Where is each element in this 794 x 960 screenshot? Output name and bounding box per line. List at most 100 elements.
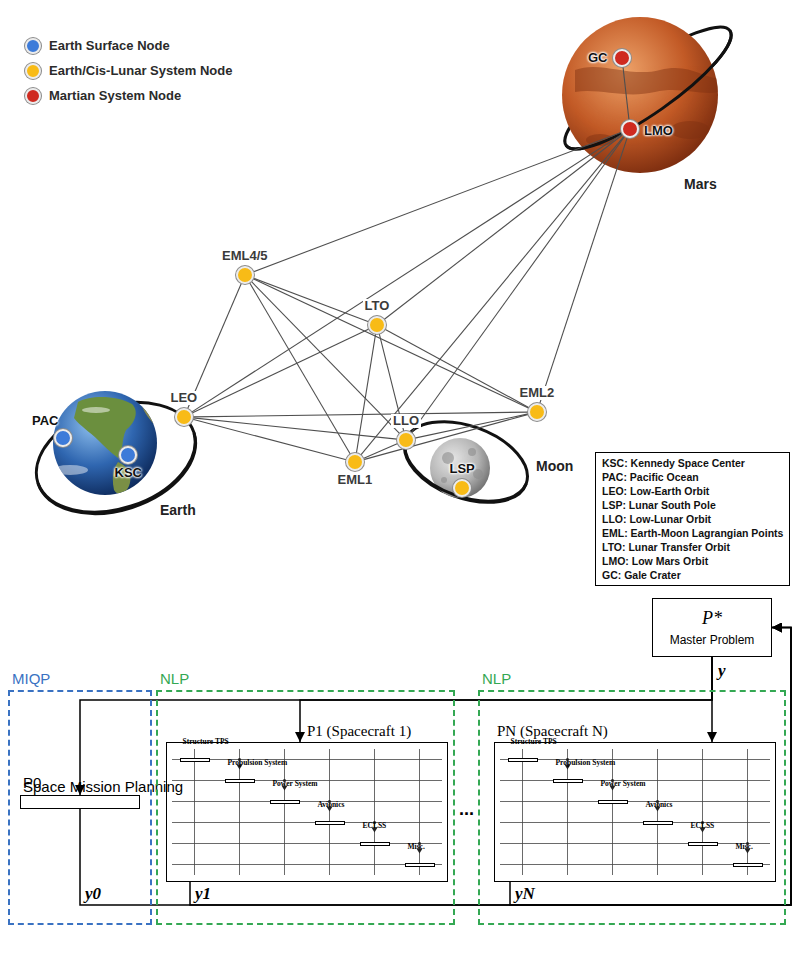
problem-text: Master Problem [657,633,767,647]
flow-arrow [190,628,791,906]
subsystem-name: Power System [601,780,646,788]
node-label: LLO [391,414,421,428]
legend-item: Martian System Node [25,88,181,104]
planet-name: Mars [684,176,717,192]
node-label: EML1 [336,473,375,487]
variable-label: y [718,662,726,680]
spacecraft-box: PN (Spacecraft N)Structure TPSPropulsion… [494,742,776,882]
network-link [251,281,399,433]
n2-grid [172,749,442,875]
network-link [361,136,625,455]
node-label: EML2 [518,386,557,400]
subsystem-box: ECLSS [688,842,718,846]
legend-swatch [25,88,41,104]
key-box: KSC: Kennedy Space CenterPAC: Pacific Oc… [595,452,790,586]
subsystem-box: Structure TPS [180,758,210,762]
moon-orbit-front [405,440,526,501]
subsystem-name: Avionics [646,801,673,809]
flow-arrow [300,657,712,742]
key-entry: LLO: Low-Lunar Orbit [602,512,783,526]
subsystem-box: Propulsion System [225,779,255,783]
node-circle: LEO [175,408,193,426]
earth-land [52,397,154,494]
subsystem-name: ECLSS [691,822,715,830]
region-heading: NLP [482,670,511,688]
node-circle: LSP [453,479,471,497]
mars-globe [562,17,718,173]
subsystem-name: Propulsion System [556,759,616,767]
node-label: LSP [448,462,477,476]
node-circle: PAC [54,429,72,447]
network-link [385,329,529,407]
subsystem-name: Misc. [736,843,753,851]
problem-text: P* [657,608,767,629]
network-link [384,135,623,320]
node-circle: LMO [621,120,639,138]
network-link [253,132,621,272]
mars-figure [552,10,745,173]
subsystem-name: Misc. [408,843,425,851]
network-link [253,279,529,408]
node-circle: EML1 [346,453,364,471]
subsystem-name: Avionics [318,801,345,809]
flow-arrow [80,628,791,906]
network-link [192,134,623,412]
subsystem-box: Structure TPS [508,758,538,762]
flow-arrow [510,628,791,906]
network-link [363,444,397,459]
ellipsis: ... [459,800,474,818]
node-circle: LTO [368,316,386,334]
earth-figure [22,383,210,533]
region-heading: NLP [160,670,189,688]
node-label: LEO [169,391,200,405]
subsystem-name: Propulsion System [228,759,288,767]
key-entry: KSC: Kennedy Space Center [602,456,783,470]
node-circle: EML2 [528,403,546,421]
node-circle: KSC [119,446,137,464]
network-link [188,283,242,408]
moon-craters [441,448,483,483]
node-label: PAC [30,414,60,428]
key-entry: LSP: Lunar South Pole [602,498,783,512]
planet-name: Earth [160,502,196,518]
subsystem-box: Misc. [733,863,763,867]
legend-text: Martian System Node [49,88,181,104]
flow-arrow [711,657,713,742]
flow-arrow [80,657,712,795]
subsystem-box: Avionics [643,821,673,825]
subsystem-box: Power System [270,800,300,804]
spacecraft-heading: P1 (Spacecraft 1) [307,722,411,740]
mars-orbit-front [566,31,731,149]
subsystem-box: Avionics [315,821,345,825]
node-label: GC [586,51,610,65]
spacecraft-box: P1 (Spacecraft 1)Structure TPSPropulsion… [166,742,448,882]
subsystem-box: Power System [598,800,628,804]
node-circle: LLO [397,431,415,449]
key-entry: LTO: Lunar Transfer Orbit [602,540,783,554]
legend-swatch [25,63,41,79]
key-entry: GC: Gale Crater [602,568,783,582]
edge-label: y1 [195,885,211,903]
legend-item: Earth Surface Node [25,38,170,54]
edge-label: y0 [85,885,101,903]
subsystem-box: Propulsion System [553,779,583,783]
network-link [193,418,397,439]
key-entry: LEO: Low-Earth Orbit [602,484,783,498]
dashed-region: MIQPP0Space Mission Planning [8,690,152,925]
region-heading: MIQP [12,670,50,688]
master-problem-box: P* Master Problem [652,598,772,657]
key-entry: EML: Earth-Moon Lagrangian Points [602,526,783,540]
problem-text: Space Mission Planning [23,778,183,796]
network-link [193,412,528,417]
network-link [411,136,624,432]
subsystem-name: ECLSS [363,822,387,830]
subsystem-box: ECLSS [360,842,390,846]
n2-grid [500,749,770,875]
node-circle: GC [613,49,631,67]
network-link [623,67,629,120]
key-entry: PAC: Pacific Ocean [602,470,783,484]
planet-name: Moon [536,458,573,474]
subsystem-name: Structure TPS [183,738,229,746]
